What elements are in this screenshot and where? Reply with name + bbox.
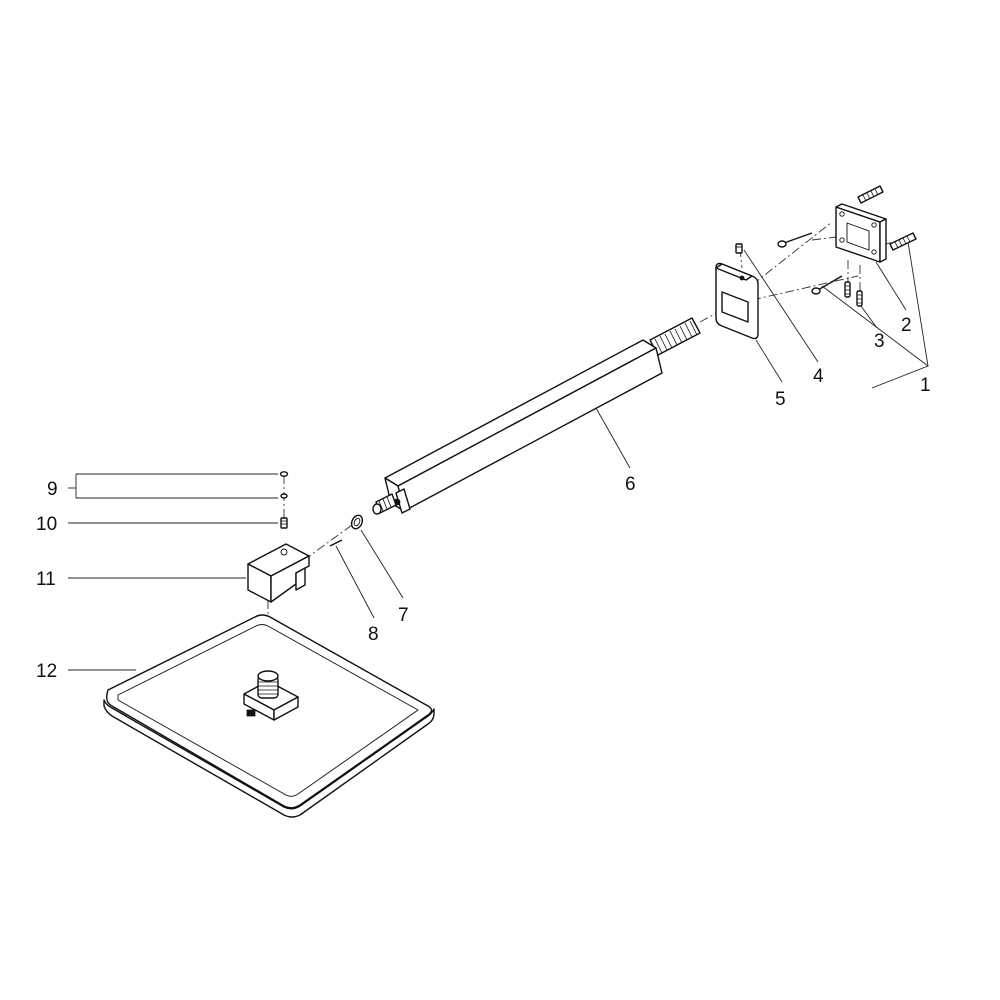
callout-labels: 1 2 3 4 5 6 7 8 9 10 11 12 (36, 315, 931, 682)
callout-5: 5 (775, 389, 786, 410)
callout-2: 2 (901, 315, 912, 336)
wall-bracket-plate (835, 203, 887, 263)
cover-cap-and-screws (279, 471, 289, 529)
elbow-connector-block (247, 543, 310, 603)
callout-9: 9 (47, 479, 58, 500)
shower-arm (372, 317, 701, 515)
leader-lines (68, 241, 929, 671)
callout-12: 12 (36, 661, 57, 682)
callout-7: 7 (398, 605, 409, 626)
o-ring-seal (350, 514, 364, 530)
wall-rosette (715, 262, 759, 340)
callout-10: 10 (36, 514, 57, 535)
callout-1: 1 (920, 375, 931, 396)
callout-6: 6 (625, 474, 636, 495)
callout-11: 11 (36, 569, 56, 590)
callout-4: 4 (813, 366, 824, 387)
locking-pin (329, 539, 343, 547)
square-shower-head (103, 614, 435, 818)
callout-3: 3 (874, 331, 885, 352)
wall-plugs-and-screws (777, 185, 917, 307)
grub-screw (735, 243, 743, 254)
callout-8: 8 (368, 624, 379, 645)
assembly-axes (267, 221, 894, 668)
